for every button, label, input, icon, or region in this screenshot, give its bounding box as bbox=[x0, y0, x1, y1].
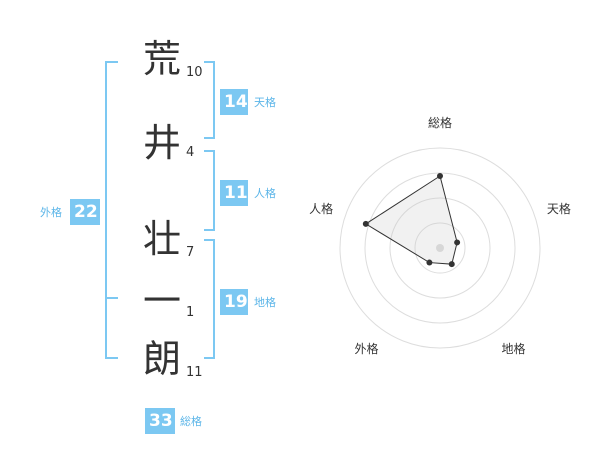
chikaku-bracket bbox=[204, 239, 215, 359]
soukaku-label: 総格 bbox=[180, 415, 202, 428]
radar-axis-label-4: 外格 bbox=[354, 342, 379, 357]
radar-point-4 bbox=[426, 259, 433, 266]
radar-point-2 bbox=[454, 239, 461, 246]
jinkaku-label: 人格 bbox=[254, 187, 276, 200]
gaikaku-label: 外格 bbox=[40, 206, 62, 219]
chikaku-value: 19 bbox=[220, 289, 248, 315]
gaikaku-value: 22 bbox=[70, 199, 100, 225]
stroke-count-2: 4 bbox=[186, 145, 195, 160]
radar-point-3 bbox=[448, 261, 455, 268]
radar-series-polygon bbox=[364, 175, 458, 265]
tenkaku-value: 14 bbox=[220, 89, 248, 115]
radar-axis-label-3: 地格 bbox=[501, 342, 526, 357]
name-char-4: 一 bbox=[142, 279, 181, 323]
radar-ring-4 bbox=[339, 147, 541, 349]
tenkaku-label: 天格 bbox=[254, 96, 276, 109]
stroke-count-1: 10 bbox=[186, 65, 203, 80]
stroke-count-4: 1 bbox=[186, 305, 195, 320]
name-char-5: 朗 bbox=[142, 337, 181, 381]
radar-axis-label-1: 総格 bbox=[428, 116, 453, 130]
tenkaku-bracket bbox=[204, 61, 215, 139]
radar-axis-label-2: 天格 bbox=[546, 202, 571, 217]
soukaku-value: 33 bbox=[145, 408, 175, 434]
radar-point-5 bbox=[362, 220, 369, 227]
jinkaku-value: 11 bbox=[220, 180, 248, 206]
radar-point-1 bbox=[437, 173, 443, 179]
radar-center bbox=[436, 244, 444, 252]
radar-ring-1 bbox=[414, 222, 466, 274]
stroke-count-3: 7 bbox=[186, 245, 195, 260]
jinkaku-bracket bbox=[204, 150, 215, 231]
chikaku-label: 地格 bbox=[254, 296, 276, 309]
radar-ring-2 bbox=[389, 197, 491, 299]
gaikaku-bracket bbox=[105, 61, 118, 359]
name-char-3: 壮 bbox=[142, 217, 181, 261]
name-char-1: 荒 bbox=[142, 37, 181, 81]
name-char-2: 井 bbox=[142, 121, 181, 165]
radar-axis-label-5: 人格 bbox=[309, 202, 334, 217]
stroke-count-5: 11 bbox=[186, 365, 203, 380]
